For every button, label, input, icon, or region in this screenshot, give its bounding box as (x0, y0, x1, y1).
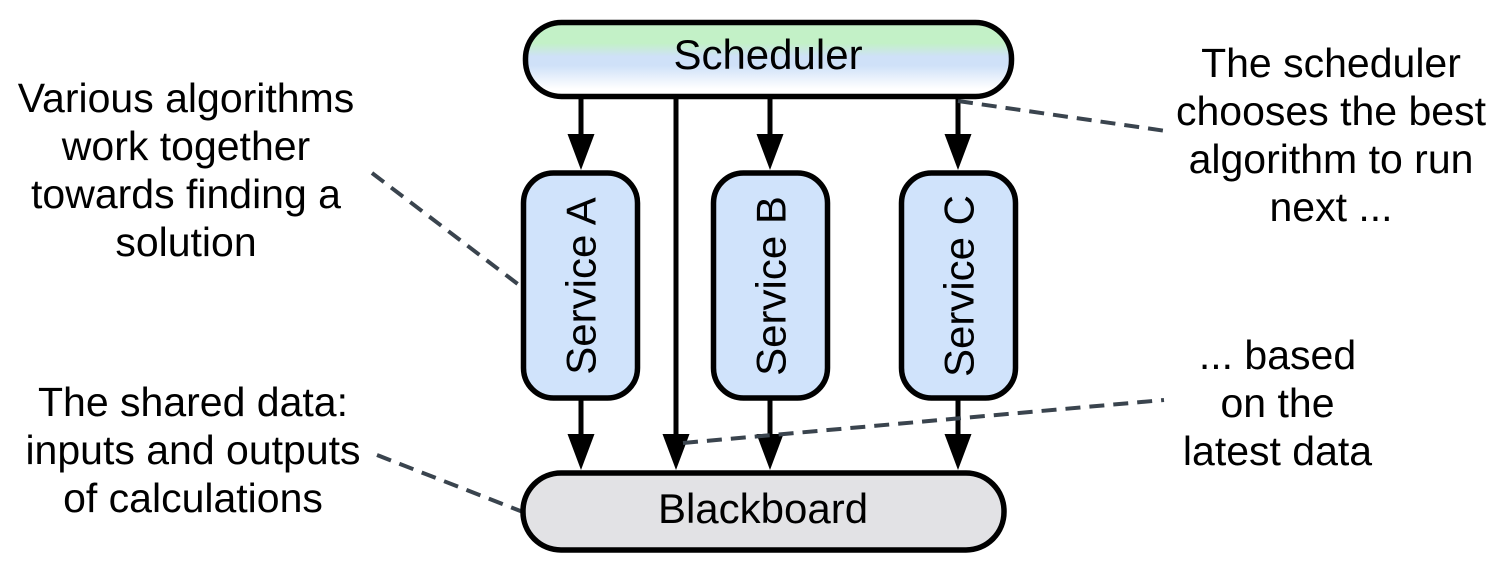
service-a-label: Service A (558, 197, 605, 374)
service-b-label: Service B (748, 196, 795, 376)
dashed-connector-bottom-left (376, 453, 524, 514)
scheduler-node (522, 19, 1015, 100)
dashed-connector-bottom-right (682, 398, 1165, 445)
arrow-head (756, 134, 784, 170)
arrow-service-c-to-blackboard (944, 398, 972, 470)
arrow-head (567, 134, 595, 170)
arrow-scheduler-to-service-c (944, 95, 972, 170)
arrow-head (944, 434, 972, 470)
blackboard-label: Blackboard (658, 485, 868, 532)
arrow-scheduler-to-service-b (756, 95, 784, 170)
arrow-scheduler-to-blackboard (662, 95, 690, 470)
arrow-scheduler-to-service-a (567, 95, 595, 170)
note-based-on-latest-data: ... based on the latest data (1182, 332, 1373, 474)
note-shared-data: The shared data: inputs and outputs of c… (25, 379, 361, 521)
arrow-head (567, 434, 595, 470)
service-c-node (898, 170, 1019, 401)
note-various-algorithms: Various algorithms work together towards… (17, 75, 355, 265)
dashed-connector-top-right (957, 99, 1167, 133)
blackboard-node (520, 470, 1007, 553)
service-a-node (520, 170, 641, 401)
scheduler-label: Scheduler (673, 31, 862, 78)
dashed-connector-top-left (370, 171, 525, 290)
service-c-label: Service C (936, 195, 983, 377)
service-b-node (710, 170, 831, 401)
arrow-head (944, 134, 972, 170)
arrow-service-a-to-blackboard (567, 398, 595, 470)
arrow-head (662, 434, 690, 470)
arrow-head (756, 434, 784, 470)
arrow-service-b-to-blackboard (756, 398, 784, 470)
note-scheduler-chooses: The scheduler chooses the best algorithm… (1176, 40, 1486, 230)
